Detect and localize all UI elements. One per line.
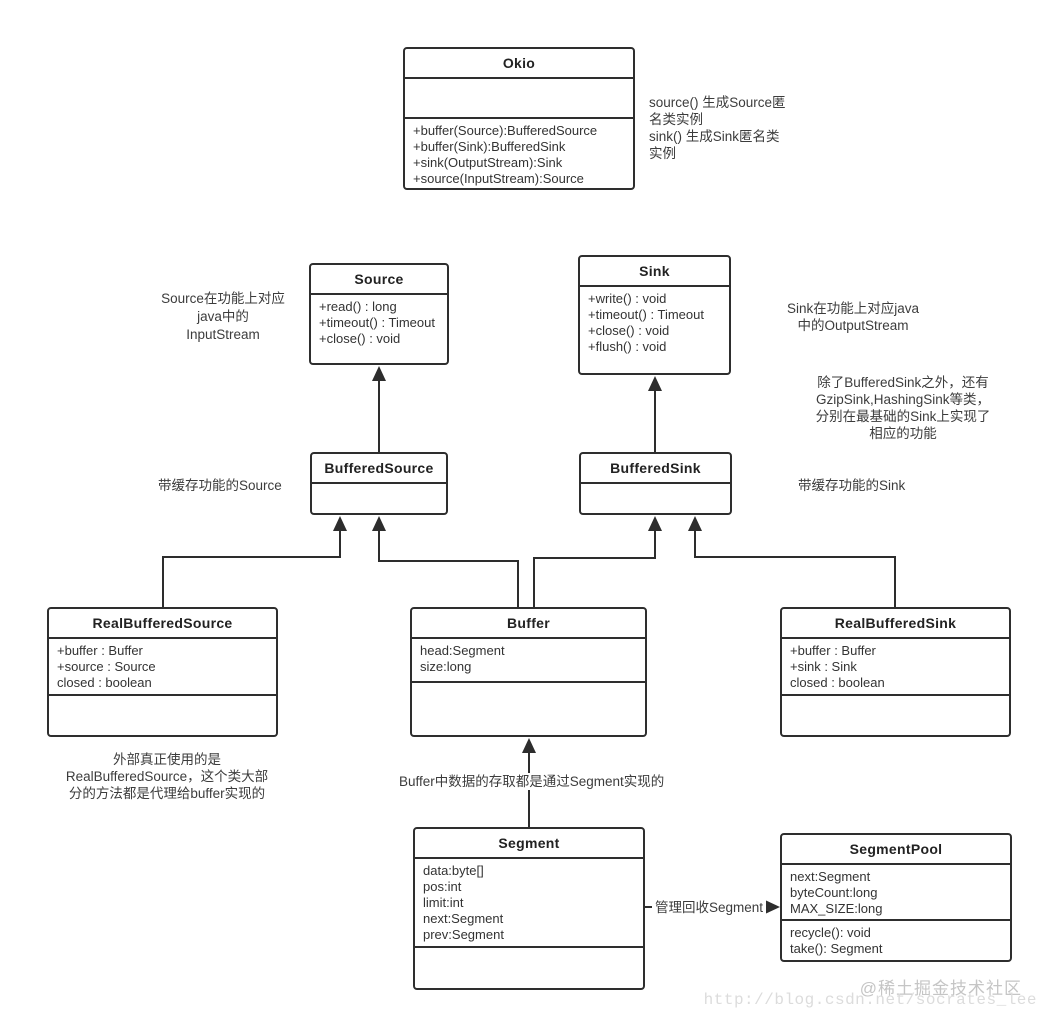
class-box-segmentpool: SegmentPool next:Segment byteCount:long … [780, 833, 1012, 962]
okio-attributes-section [405, 79, 633, 117]
attribute-entry: byteCount:long [790, 885, 878, 900]
attribute-entry: prev:Segment [423, 927, 504, 942]
class-box-realbufferedsink: RealBufferedSink +buffer : Buffer +sink … [780, 607, 1011, 737]
class-title-bufferedsource: BufferedSource [312, 454, 446, 484]
okio-methods-section: +buffer(Source):BufferedSource +buffer(S… [405, 117, 633, 191]
method-entry: +read() : long [319, 299, 397, 314]
attribute-entry: closed : boolean [790, 675, 885, 690]
class-title-segment: Segment [415, 829, 643, 859]
class-box-bufferedsource: BufferedSource [310, 452, 448, 515]
class-box-segment: Segment data:byte[] pos:int limit:int ne… [413, 827, 645, 990]
method-entry: +buffer(Source):BufferedSource [413, 123, 598, 138]
attribute-entry: MAX_SIZE:long [790, 901, 883, 916]
class-title-buffer: Buffer [412, 609, 645, 639]
note-sink-outputstream: Sink在功能上对应java 中的OutputStream [786, 301, 920, 333]
attribute-entry: +buffer : Buffer [790, 643, 876, 658]
attribute-entry: closed : boolean [57, 675, 152, 690]
segmentpool-methods-section: recycle(): void take(): Segment [782, 919, 1010, 961]
class-title-realbufferedsink: RealBufferedSink [782, 609, 1009, 639]
attribute-entry: next:Segment [790, 869, 871, 884]
method-entry: +close() : void [588, 323, 670, 338]
method-entry: +close() : void [319, 331, 401, 346]
method-entry: +timeout() : Timeout [319, 315, 435, 330]
attribute-entry: +buffer : Buffer [57, 643, 143, 658]
attribute-entry: +source : Source [57, 659, 156, 674]
attribute-entry: pos:int [423, 879, 462, 894]
watermark-community: @稀土掘金技术社区 [859, 979, 1022, 998]
segment-methods-section [415, 946, 643, 986]
segment-attributes-section: data:byte[] pos:int limit:int next:Segme… [415, 859, 643, 946]
note-sink-variants: 除了BufferedSink之外，还有 GzipSink,HashingSink… [815, 375, 991, 441]
note-buffer-segment: Buffer中数据的存取都是通过Segment实现的 [396, 773, 668, 790]
realbufferedsink-methods-section [782, 694, 1009, 733]
note-realbufferedsource: 外部真正使用的是 RealBufferedSource，这个类大部 分的方法都是… [65, 752, 269, 801]
inheritance-arrow-buffer-to-bufferedsink [533, 516, 662, 607]
method-entry: +flush() : void [588, 339, 667, 354]
attribute-entry: limit:int [423, 895, 464, 910]
source-methods-section: +read() : long +timeout() : Timeout +clo… [311, 295, 447, 351]
realbufferedsink-attributes-section: +buffer : Buffer +sink : Sink closed : b… [782, 639, 1009, 694]
inheritance-arrow-realbufferedsink-to-bufferedsink [688, 516, 896, 607]
attribute-entry: head:Segment [420, 643, 505, 658]
edge-label-manage-recycle-segment: 管理回收Segment [652, 899, 767, 916]
note-okio-factories: source() 生成Source匿 名类实例 sink() 生成Sink匿名类… [649, 95, 786, 161]
method-entry: +timeout() : Timeout [588, 307, 704, 322]
class-box-buffer: Buffer head:Segment size:long [410, 607, 647, 737]
buffer-attributes-section: head:Segment size:long [412, 639, 645, 681]
method-entry: +source(InputStream):Source [413, 171, 584, 186]
inheritance-arrow-bufferedsource-to-source [372, 366, 386, 452]
class-box-source: Source +read() : long +timeout() : Timeo… [309, 263, 449, 365]
class-box-sink: Sink +write() : void +timeout() : Timeou… [578, 255, 731, 375]
method-entry: +sink(OutputStream):Sink [413, 155, 563, 170]
attribute-entry: +sink : Sink [790, 659, 857, 674]
class-title-sink: Sink [580, 257, 729, 287]
segmentpool-attributes-section: next:Segment byteCount:long MAX_SIZE:lon… [782, 865, 1010, 919]
realbufferedsource-methods-section [49, 694, 276, 733]
inheritance-arrow-bufferedsink-to-sink [648, 376, 662, 452]
note-bufferedsink: 带缓存功能的Sink [798, 478, 906, 493]
class-box-realbufferedsource: RealBufferedSource +buffer : Buffer +sou… [47, 607, 278, 737]
class-title-realbufferedsource: RealBufferedSource [49, 609, 276, 639]
class-title-bufferedsink: BufferedSink [581, 454, 730, 484]
note-source-inputstream: Source在功能上对应 java中的 InputStream [161, 291, 285, 342]
attribute-entry: size:long [420, 659, 472, 674]
sink-methods-section: +write() : void +timeout() : Timeout +cl… [580, 287, 729, 359]
method-entry: +buffer(Sink):BufferedSink [413, 139, 566, 154]
attribute-entry: next:Segment [423, 911, 504, 926]
bufferedsink-empty-section [581, 484, 730, 511]
method-entry: take(): Segment [790, 941, 883, 956]
class-title-okio: Okio [405, 49, 633, 79]
inheritance-arrow-realbufferedsource-to-bufferedsource [162, 516, 347, 607]
class-box-bufferedsink: BufferedSink [579, 452, 732, 515]
class-title-source: Source [311, 265, 447, 295]
attribute-entry: data:byte[] [423, 863, 484, 878]
buffer-methods-section [412, 681, 645, 733]
class-title-segmentpool: SegmentPool [782, 835, 1010, 865]
watermark-url: http://blog.csdn.net/socrates_lee [703, 991, 1037, 1009]
class-box-okio: Okio +buffer(Source):BufferedSource +buf… [403, 47, 635, 190]
note-bufferedsource: 带缓存功能的Source [158, 478, 282, 493]
method-entry: +write() : void [588, 291, 667, 306]
bufferedsource-empty-section [312, 484, 446, 511]
inheritance-arrow-buffer-to-bufferedsource [372, 516, 519, 607]
method-entry: recycle(): void [790, 925, 871, 940]
realbufferedsource-attributes-section: +buffer : Buffer +source : Source closed… [49, 639, 276, 694]
